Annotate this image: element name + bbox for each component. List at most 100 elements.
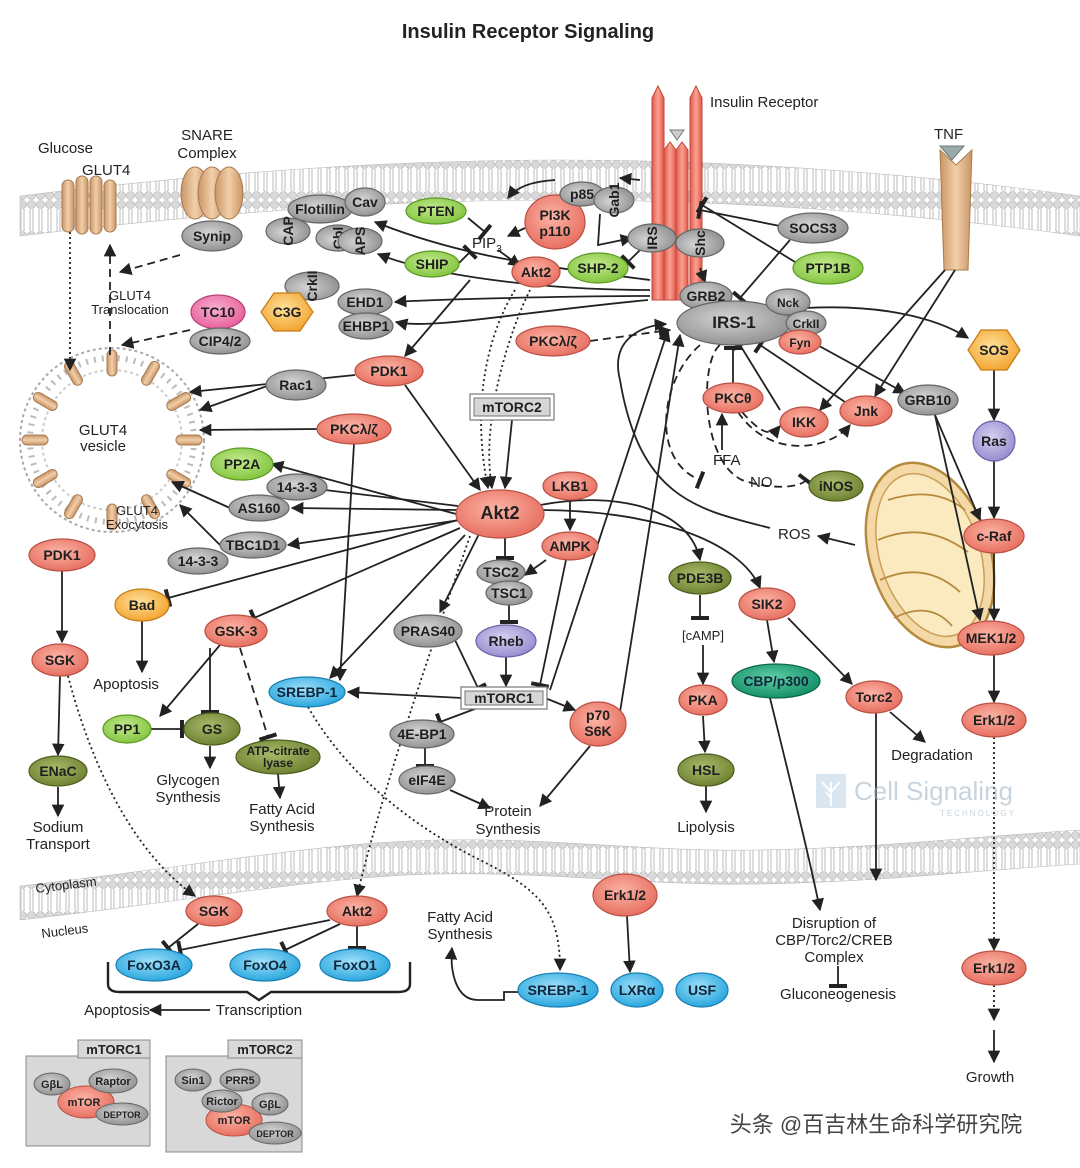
disruption-label-3: Complex — [804, 949, 864, 966]
pp2a-node: PP2A — [210, 447, 274, 481]
p70s6k-2-label: S6K — [584, 723, 611, 739]
edge-receptor-to-gab1 — [618, 172, 641, 186]
pkctheta-node: PKCθ — [702, 382, 764, 414]
edge-tbc1d1-to-vesicle — [179, 504, 221, 546]
legend-mtorc1-mtor: mTOR — [68, 1097, 101, 1109]
cbp-p300-node: CBP/p300 — [731, 663, 821, 699]
mek12-label: MEK1/2 — [966, 630, 1017, 646]
legend-mtorc2-sin1: Sin1 — [181, 1075, 204, 1087]
edge-akt2-inhibit-foxo3a — [176, 919, 331, 960]
tnfr1-shape — [938, 145, 973, 271]
edge-torc2-to-degradation — [889, 711, 926, 743]
glycogen-label-2: Synthesis — [155, 789, 220, 806]
srebp1-top-node: SREBP-1 — [268, 676, 346, 708]
s1433-a-label: 14-3-3 — [277, 479, 318, 495]
edge-ship-inhibit-pip3 — [457, 244, 478, 265]
sik2-node: SIK2 — [738, 587, 796, 621]
hsl-node: HSL — [677, 753, 735, 787]
glut4-exocytosis-label-2: Exocytosis — [106, 517, 169, 532]
edge-irs-to-pi3k — [597, 213, 634, 247]
ptp1b-label: PTP1B — [805, 260, 850, 276]
srebp1-top-label: SREBP-1 — [277, 684, 338, 700]
c3g-node: C3G — [260, 292, 314, 332]
glut4-vesicle-label-2: vesicle — [80, 438, 126, 455]
pten-label: PTEN — [417, 203, 454, 219]
foxo4-label: FoxO4 — [243, 957, 287, 973]
aps-label: APS — [352, 227, 368, 256]
synip-label: Synip — [193, 228, 231, 244]
sos-label: SOS — [979, 342, 1009, 358]
akt2-main-label: Akt2 — [480, 503, 519, 523]
degradation-label: Degradation — [891, 747, 973, 764]
foxo-bracket — [106, 962, 412, 1002]
rheb-node: Rheb — [475, 624, 537, 658]
insulin-receptor-shape — [651, 84, 703, 301]
edge-ikk-inhibit-irs1 — [731, 338, 781, 411]
bad-node: Bad — [114, 588, 170, 622]
pten-node: PTEN — [405, 197, 467, 225]
edge-receptor-to-aps — [376, 252, 651, 291]
lkb1-label: LKB1 — [552, 478, 589, 494]
sodium-label-1: Sodium — [33, 819, 84, 836]
pi3k-label: PI3K — [539, 207, 570, 223]
grb10-node: GRB10 — [897, 384, 959, 416]
edge-pdk1-to-akt2 — [404, 384, 481, 492]
edge-pkc-to-vesicle — [198, 423, 319, 437]
edge-receptor-to-ehd1 — [393, 294, 651, 308]
edge-mtorc1-to-p70 — [544, 697, 577, 712]
irs-label: IRS — [644, 226, 660, 249]
edge-akt2top-to-pdk1 — [404, 279, 471, 357]
edge-sik2-to-cbp — [765, 619, 779, 664]
erk12-bot-node: Erk1/2 — [961, 950, 1027, 986]
edge-pi3k-loop — [507, 179, 556, 200]
watermark-tech: TECHNOLOGY — [940, 809, 1016, 818]
edge-eif4e-to-protein — [449, 789, 492, 810]
enac-label: ENaC — [39, 763, 76, 779]
fatty-acid-nuc-label-2: Synthesis — [427, 926, 492, 943]
glut4-vesicle-label-1: GLUT4 — [79, 422, 127, 439]
torc2-label: Torc2 — [855, 689, 892, 705]
glut4-rod — [32, 469, 58, 488]
eif4e-node: eIF4E — [398, 765, 456, 795]
edge-ampk-to-tsc2 — [523, 559, 547, 576]
4ebp1-node: 4E-BP1 — [389, 719, 455, 749]
enac-node: ENaC — [28, 755, 88, 787]
glut4-transporter — [61, 175, 117, 235]
mtorc2-box-node: mTORC2 — [469, 393, 555, 421]
inos-node: iNOS — [808, 470, 864, 502]
gab1-label: Gab1 — [606, 182, 622, 217]
glut4-rod — [141, 494, 160, 520]
cip42-label: CIP4/2 — [199, 333, 242, 349]
jnk-node: Jnk — [839, 395, 893, 427]
flotillin-node: Flotillin — [287, 194, 353, 224]
edge-receptor-to-ehbp1 — [394, 299, 649, 331]
lipolysis-label: Lipolysis — [677, 819, 735, 836]
ikk-node: IKK — [779, 406, 829, 438]
tsc1-label: TSC1 — [491, 585, 527, 601]
bad-label: Bad — [129, 597, 155, 613]
edge-mtorc1-feedback-irs1 — [549, 328, 671, 691]
edge-synip-to-glut4 — [118, 254, 181, 275]
legend-mtorc1: mTORC1 GβL Raptor mTOR DEPTOR — [25, 1039, 151, 1147]
legend-mtorc1-raptor: Raptor — [95, 1076, 131, 1088]
snare-label-1: SNARE — [181, 127, 233, 144]
edge-ampk-inhibit-mtorc1 — [530, 559, 567, 689]
disruption-label-1: Disruption of — [792, 915, 877, 932]
edge-mtorc1-to-srebp — [346, 686, 463, 699]
cytoplasm-label: Cytoplasm — [35, 874, 98, 896]
edge-tnfr-to-jnk — [874, 269, 956, 398]
foxo3a-node: FoxO3A — [115, 948, 193, 982]
edge-pkc-to-srebp — [334, 443, 355, 682]
torc2-node: Torc2 — [845, 680, 903, 714]
sgk-left-node: SGK — [31, 643, 89, 677]
shc-label: Shc — [692, 230, 708, 256]
s1433-a-node: 14-3-3 — [266, 473, 328, 501]
lkb1-node: LKB1 — [542, 471, 598, 501]
glut4-vesicle — [19, 347, 205, 533]
edge-sik2-to-torc2 — [787, 617, 853, 685]
ras-node: Ras — [972, 420, 1016, 462]
cip42-node: CIP4/2 — [189, 327, 251, 355]
cbp-p300-label: CBP/p300 — [743, 673, 809, 689]
